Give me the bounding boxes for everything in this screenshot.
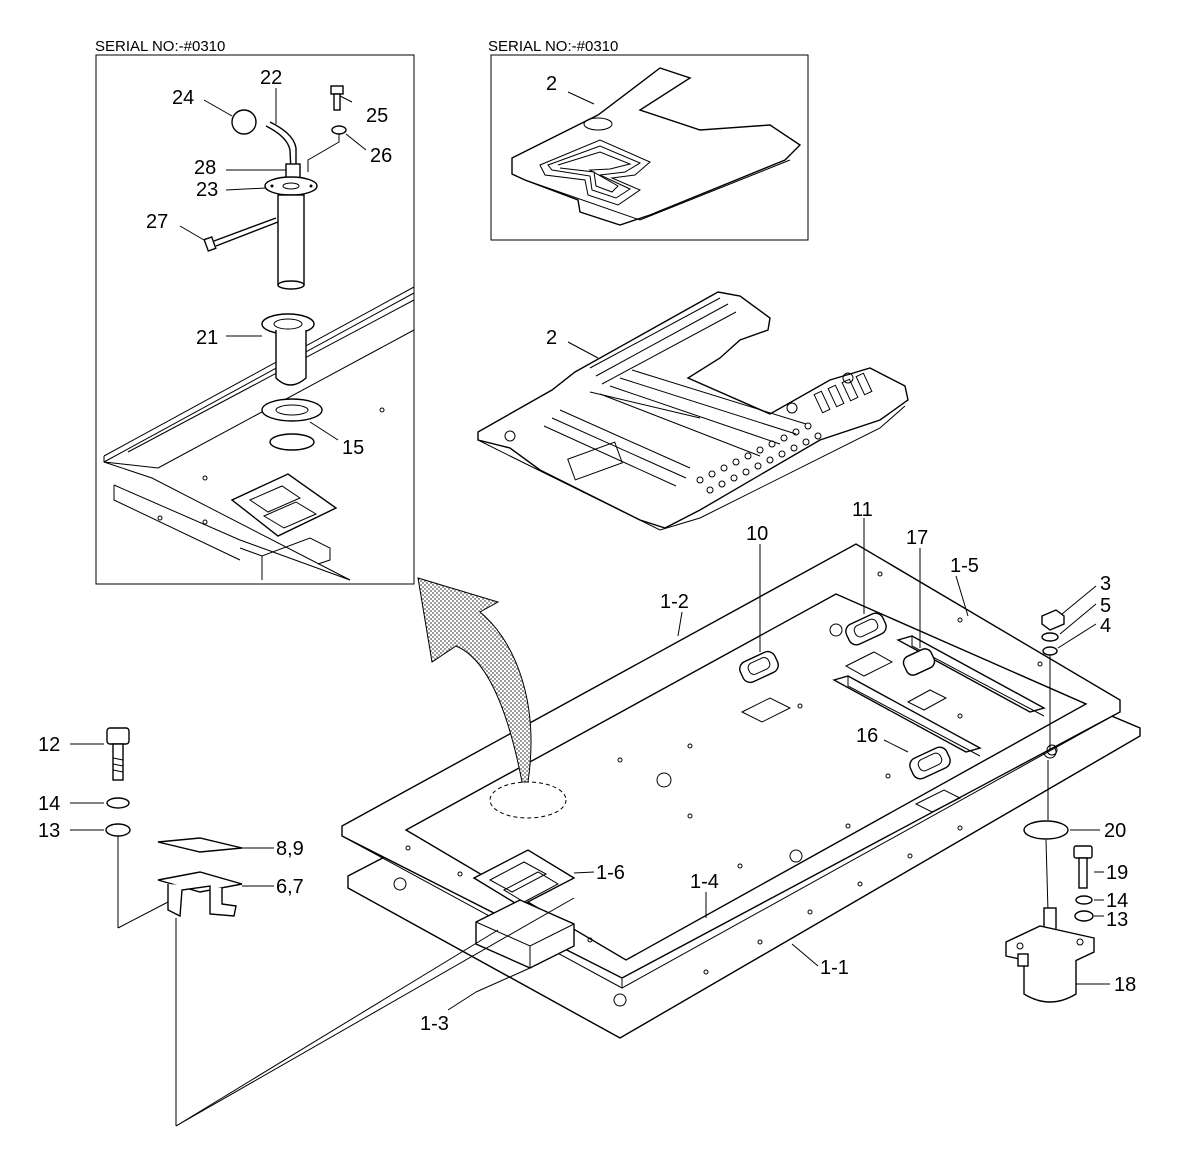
mat-slots	[813, 372, 873, 414]
callout-2-inset: 2	[546, 73, 557, 95]
callout-1-3: 1-3	[420, 1013, 449, 1035]
block-part-1-3	[475, 899, 575, 969]
grommet-part-16	[909, 746, 962, 813]
callout-17: 17	[906, 527, 928, 549]
callout-21: 21	[196, 327, 218, 349]
callout-13-left: 13	[38, 820, 60, 842]
callout-22: 22	[260, 67, 282, 89]
mount-hardware-right	[1005, 609, 1095, 1003]
grommet-part-11	[844, 612, 894, 677]
callout-8-9: 8,9	[276, 838, 304, 860]
callout-1-5: 1-5	[950, 555, 979, 577]
mount-part-18	[1005, 907, 1095, 1003]
bracket-part-6-7	[157, 871, 243, 918]
washer-part-14-right	[1075, 895, 1093, 905]
spacer-part-20	[1023, 820, 1069, 840]
washer-part-14-left	[106, 797, 130, 809]
fuel-sender-adapter	[261, 313, 315, 386]
bracket-part-1-6	[472, 849, 576, 907]
callout-5: 5	[1100, 595, 1111, 617]
floor-mat-main	[477, 291, 909, 531]
callout-19: 19	[1106, 862, 1128, 884]
inset-floor-plate	[103, 286, 415, 581]
callout-1-4: 1-4	[690, 871, 719, 893]
bolt-part-25	[330, 85, 344, 111]
callout-18: 18	[1114, 974, 1136, 996]
grommet-part-10	[739, 650, 792, 723]
mat-perforation-dots	[696, 422, 822, 494]
screw-part-27	[203, 217, 279, 252]
detail-arrow	[417, 577, 532, 783]
sender-tube	[277, 194, 305, 286]
callout-1-2: 1-2	[660, 591, 689, 613]
mat-inset-frame	[490, 54, 809, 241]
callout-15: 15	[342, 437, 364, 459]
bolt-part-19	[1073, 845, 1093, 889]
floor-plate-features	[472, 612, 1058, 969]
callout-20: 20	[1104, 820, 1126, 842]
callout-23: 23	[196, 179, 218, 201]
callout-27: 27	[146, 211, 168, 233]
floor-mat-old	[511, 67, 802, 226]
callout-26: 26	[370, 145, 392, 167]
washer-part-13-right	[1074, 910, 1094, 922]
leader-lines	[70, 88, 1110, 1127]
callout-13-right: 13	[1106, 909, 1128, 931]
gasket-part-15	[261, 398, 323, 451]
callout-12: 12	[38, 734, 60, 756]
grommet-part-17	[902, 648, 948, 711]
callouts: 22 24 25 26 28 23 27 21 15 2 2 10 11 17 …	[38, 67, 1136, 1035]
washer-part-13-left	[105, 823, 131, 837]
callout-14-right: 14	[1106, 890, 1128, 912]
detail-inset-frame	[95, 54, 415, 585]
callout-25: 25	[366, 105, 388, 127]
callout-11: 11	[852, 499, 873, 521]
serial-label-left: SERIAL NO:-#0310	[95, 38, 225, 55]
shim-part-8-9	[157, 837, 243, 853]
callout-4: 4	[1100, 615, 1111, 637]
callout-24: 24	[172, 87, 194, 109]
callout-3: 3	[1100, 573, 1111, 595]
inset-bracket-plate	[230, 473, 338, 580]
callout-2-main: 2	[546, 327, 557, 349]
callout-28: 28	[194, 157, 216, 179]
fuel-sender-unit	[203, 85, 347, 290]
callout-14-left: 14	[38, 793, 60, 815]
cap-part-24	[231, 109, 257, 135]
washer-part-26	[331, 125, 347, 135]
callout-6-7: 6,7	[276, 876, 304, 898]
callout-16: 16	[856, 725, 878, 747]
serial-label-right: SERIAL NO:-#0310	[488, 38, 618, 55]
callout-1-1: 1-1	[820, 957, 849, 979]
bolt-part-12	[106, 727, 130, 781]
callout-10: 10	[746, 523, 768, 545]
callout-1-6: 1-6	[596, 862, 625, 884]
